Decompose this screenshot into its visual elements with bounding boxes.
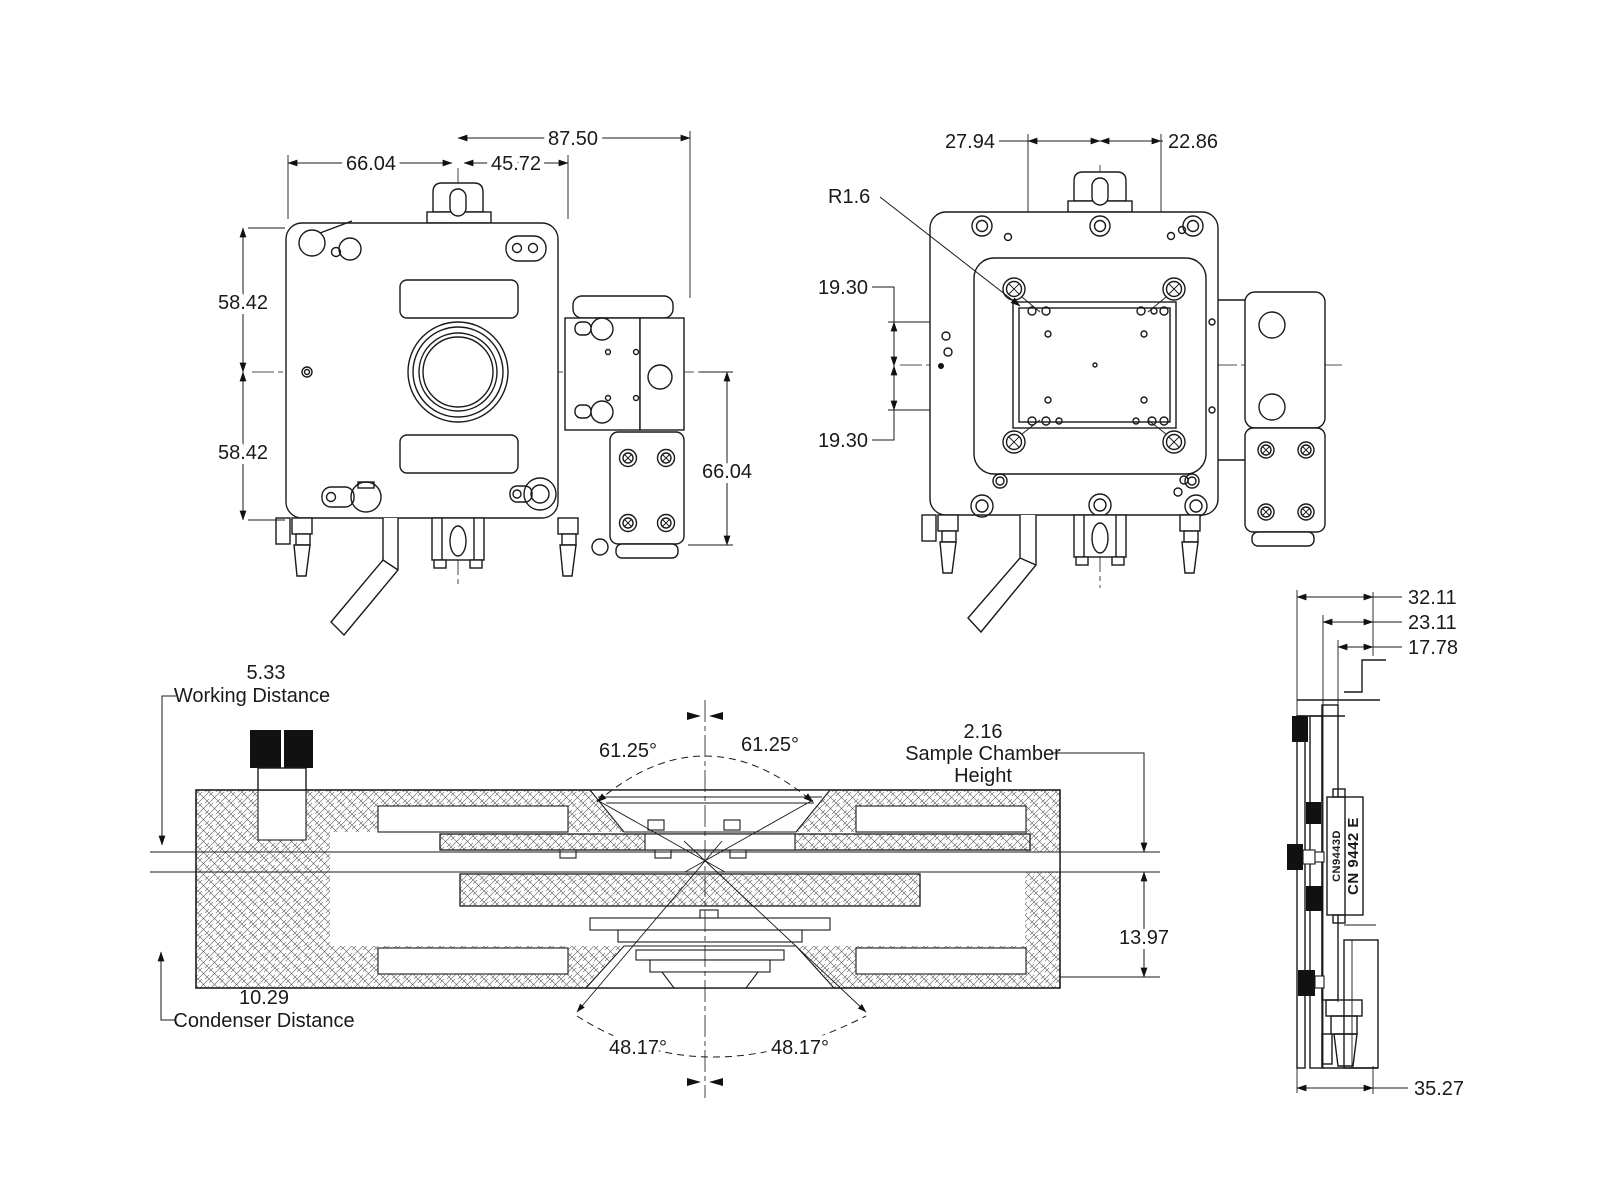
dim-right-offset: 22.86 [1168,131,1218,153]
optical-cone-lines [576,799,867,1013]
section-view: 61.25° 61.25° 48.17° 48.17° 5.33 Working… [150,662,1174,1098]
back-view: 27.94 22.86 R1.6 19.30 19.30 [818,131,1345,634]
dim-depth-total: 35.27 [1414,1078,1464,1100]
angle-lower-left: 48.17° [609,1037,667,1059]
front-view: 87.50 66.04 45.72 58.42 58.42 66.04 [213,123,757,637]
angle-upper-left: 61.25° [599,740,657,762]
dim-depth-outer: 32.11 [1408,587,1457,609]
corner-torx-screws [1002,277,1186,454]
working-distance-callout: 5.33 Working Distance [158,662,330,846]
dim-upper-height: 58.42 [218,292,268,314]
side-view: CN9443D CN 9442 E 32.11 23.11 17.78 35.2… [1287,587,1464,1100]
chamber-height-value: 2.16 [964,721,1003,743]
dim-bracket-height: 66.04 [702,461,752,483]
side-bracket [1218,291,1326,547]
dim-upper-offset: 19.30 [818,277,868,299]
part-number-top: CN9443D [1331,830,1343,882]
dim-left-width: 66.04 [346,153,396,175]
left-screw [301,366,313,378]
working-distance-value: 5.33 [247,662,286,684]
back-view-dimensions: 27.94 22.86 R1.6 19.30 19.30 [818,131,1218,452]
drain-tube [330,518,399,637]
dim-depth-mid: 23.11 [1408,612,1457,634]
dim-left-offset: 27.94 [945,131,995,153]
angle-upper-right: 61.25° [741,734,799,756]
center-mount [431,517,485,569]
drain-tube [967,515,1037,634]
dim-right-width: 45.72 [491,153,541,175]
side-view-dimensions: 32.11 23.11 17.78 35.27 [1296,587,1464,1100]
condenser-distance-value: 10.29 [239,987,289,1009]
chamber-height-callout: 2.16 Sample Chamber Height [905,721,1148,853]
top-clamp-knob [1067,171,1133,213]
radius-callout: R1.6 [828,186,870,208]
part-number-bottom: CN 9442 E [1345,817,1362,895]
bottom-right-port [509,477,557,511]
chamber-height-label-1: Sample Chamber [905,743,1061,765]
bottom-left-tab [321,481,382,513]
top-clamp-knob [426,182,492,224]
working-distance-label: Working Distance [174,685,330,707]
edge-holes [938,318,1216,414]
angle-lower-right: 48.17° [771,1037,829,1059]
condenser-distance-label: Condenser Distance [173,1010,354,1032]
lever-feature [298,220,362,261]
hose-barbs [275,517,579,577]
dim-base-height: 13.97 [1119,927,1169,949]
sample-holder [1012,301,1177,429]
base-height-dimension: 13.97 [1114,871,1174,978]
side-bracket [564,295,685,559]
dim-lower-offset: 19.30 [818,430,868,452]
lower-recess [399,434,519,474]
section-outline [195,789,1061,989]
top-screws [971,215,1204,242]
hose-barbs [921,514,1201,574]
dim-total-width: 87.50 [548,128,598,150]
top-right-tab [505,235,547,262]
socket-screws [618,448,676,533]
condenser-knob [250,730,313,791]
front-plate [285,222,559,519]
chamber-height-label-2: Height [954,765,1012,787]
angle-dimensions: 61.25° 61.25° 48.17° 48.17° [576,712,867,1086]
upper-recess [399,279,519,319]
condenser-distance-callout: 10.29 Condenser Distance [157,951,355,1032]
adjustment-knobs [1287,716,1325,996]
sample-stage-section [439,796,1031,859]
dim-lower-height: 58.42 [218,442,268,464]
lens-opening [407,321,509,423]
part-number-plate: CN9443D CN 9442 E [1326,788,1364,924]
center-mount [1073,514,1127,566]
front-view-dimensions: 87.50 66.04 45.72 58.42 58.42 66.04 [213,123,757,546]
dim-depth-inner: 17.78 [1408,637,1458,659]
